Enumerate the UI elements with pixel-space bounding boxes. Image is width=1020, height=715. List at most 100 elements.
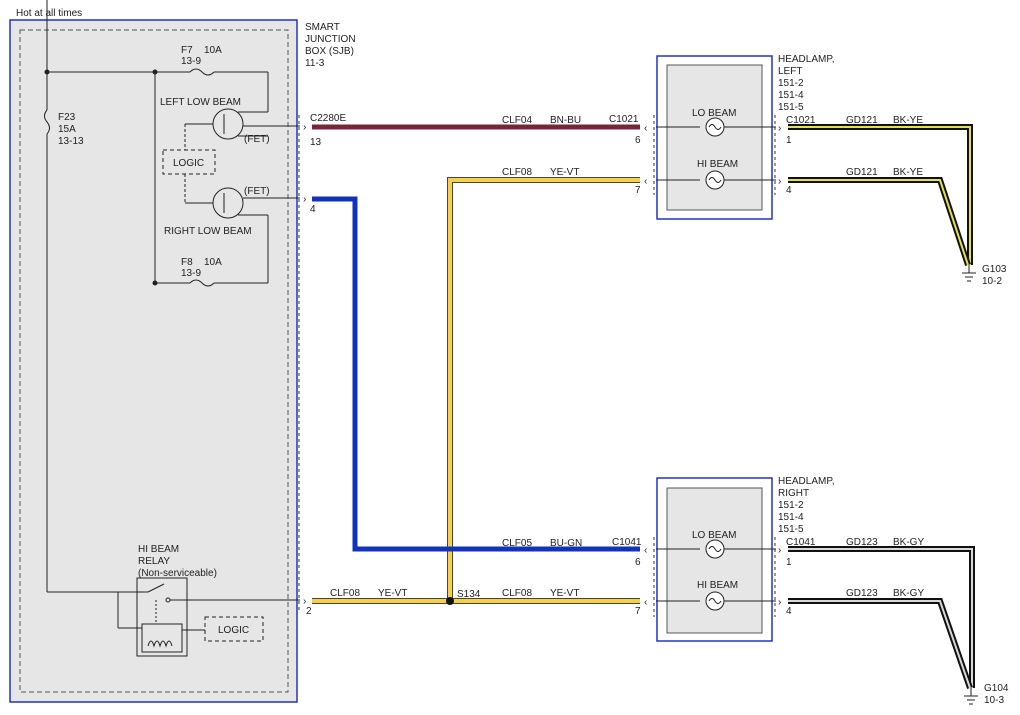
c1021-ground-label: C1021 [786, 115, 816, 126]
right-lo-beam-label: LO BEAM [692, 530, 736, 541]
sjb-pin-4: 4 [310, 204, 316, 215]
c1041-right-label: C1041 [612, 537, 642, 548]
c1041-ground-label: C1041 [786, 537, 816, 548]
headlamp-left-title-3: 151-2 [778, 78, 804, 89]
w4-circuit: CLF08 [330, 588, 360, 599]
splice-s134-label: S134 [457, 589, 481, 600]
right-hi-filament [708, 598, 722, 604]
right-pin-6: 6 [635, 557, 641, 568]
w3-color: BU-GN [550, 538, 582, 549]
f7-ref: 13-9 [181, 56, 201, 67]
left-hi-beam-label: HI BEAM [697, 159, 738, 170]
left-lo-filament [708, 124, 722, 130]
f8-name: F8 [181, 257, 193, 268]
right-fet-icon [212, 187, 244, 219]
right-ground-pin-1: 1 [786, 557, 792, 568]
sjb-pin-13: 13 [310, 137, 322, 148]
g-left-color-hi: BK-YE [893, 167, 923, 178]
left-hi-filament [708, 177, 722, 183]
left-lo-beam-label: LO BEAM [692, 108, 736, 119]
w5-circuit: CLF08 [502, 588, 532, 599]
g104-ref: 10-3 [984, 695, 1004, 706]
chevron-icon: › [778, 176, 781, 187]
fet-logic-box [162, 149, 216, 175]
f8-ref: 13-9 [181, 268, 201, 279]
headlamp-right-title-4: 151-4 [778, 512, 804, 523]
relay-switch-icon [147, 583, 165, 593]
relay-logic-label: LOGIC [218, 625, 249, 636]
c2280e-label: C2280E [310, 113, 346, 124]
hot-at-all-times-label: Hot at all times [16, 8, 82, 19]
chevron-icon: › [303, 122, 306, 133]
g-right-circuit-hi: GD123 [846, 588, 878, 599]
headlamp-left-title-1: HEADLAMP, [778, 54, 835, 65]
wire-gd123-lo [788, 548, 973, 688]
left-pin-7: 7 [635, 185, 641, 196]
chevron-icon: › [778, 123, 781, 134]
fuse-f23-icon [44, 109, 50, 135]
w3-circuit: CLF05 [502, 538, 532, 549]
sjb-title-1: SMART [305, 22, 340, 33]
headlamp-left-title-4: 151-4 [778, 90, 804, 101]
c1021-left-label: C1021 [609, 114, 639, 125]
f7-rating: 10A [204, 45, 222, 56]
wire-gd123-hi [788, 600, 971, 689]
w1-circuit: CLF04 [502, 115, 532, 126]
wire-gd121-lo [788, 126, 971, 265]
relay-coil-icon [147, 640, 173, 648]
f7-name: F7 [181, 45, 193, 56]
chevron-icon: › [778, 545, 781, 556]
fuse-f8-icon [189, 279, 215, 287]
g103-ref: 10-2 [982, 276, 1002, 287]
headlamp-right-title-5: 151-5 [778, 524, 804, 535]
right-pin-7: 7 [635, 606, 641, 617]
right-hi-beam-label: HI BEAM [697, 580, 738, 591]
relay-coil-box [141, 623, 183, 653]
relay-logic-box [204, 616, 264, 642]
f23-ref: 13-13 [58, 136, 84, 147]
wire-gd123-hi-outline [788, 598, 973, 689]
headlamp-right-title-2: RIGHT [778, 488, 809, 499]
g104-name: G104 [984, 683, 1009, 694]
w4-color: YE-VT [378, 588, 407, 599]
left-low-beam-label: LEFT LOW BEAM [160, 97, 241, 108]
left-ground-pin-4: 4 [786, 185, 792, 196]
sjb-title-3: BOX (SJB) [305, 46, 354, 57]
right-low-beam-label: RIGHT LOW BEAM [164, 226, 252, 237]
g-left-circuit-lo: GD121 [846, 115, 878, 126]
hi-beam-relay-box [136, 577, 188, 657]
w2-circuit: CLF08 [502, 167, 532, 178]
g-left-color-lo: BK-YE [893, 115, 923, 126]
left-ground-pin-1: 1 [786, 135, 792, 146]
w1-color: BN-BU [550, 115, 581, 126]
g-right-color-hi: BK-GY [893, 588, 924, 599]
right-fet-label: (FET) [244, 186, 270, 197]
g-right-circuit-lo: GD123 [846, 537, 878, 548]
fuse-f7-icon [189, 68, 215, 76]
fet-logic-label: LOGIC [173, 158, 204, 169]
chevron-icon: › [303, 194, 306, 205]
f8-rating: 10A [204, 257, 222, 268]
left-fet-label: (FET) [244, 134, 270, 145]
wire-gd121-hi [788, 179, 969, 266]
f23-name: F23 [58, 112, 76, 123]
g-right-color-lo: BK-GY [893, 537, 924, 548]
relay-label-2: RELAY [138, 556, 170, 567]
chevron-left-icon: ‹ [644, 176, 647, 187]
g103-name: G103 [982, 264, 1007, 275]
sjb-inner-dashed [19, 29, 289, 693]
left-pin-6: 6 [635, 135, 641, 146]
splice-s134-dot [446, 597, 454, 605]
f23-rating: 15A [58, 124, 76, 135]
sjb-title-2: JUNCTION [305, 34, 356, 45]
headlamp-left-title-5: 151-5 [778, 102, 804, 113]
chevron-icon: › [778, 597, 781, 608]
right-lo-filament [708, 546, 722, 552]
wire-clf08-upper [448, 178, 640, 602]
chevron-left-icon: ‹ [644, 545, 647, 556]
wire-gd121-hi-outline [788, 177, 971, 266]
headlamp-right-inner [666, 487, 763, 634]
w2-color: YE-VT [550, 167, 579, 178]
chevron-icon: › [303, 596, 306, 607]
